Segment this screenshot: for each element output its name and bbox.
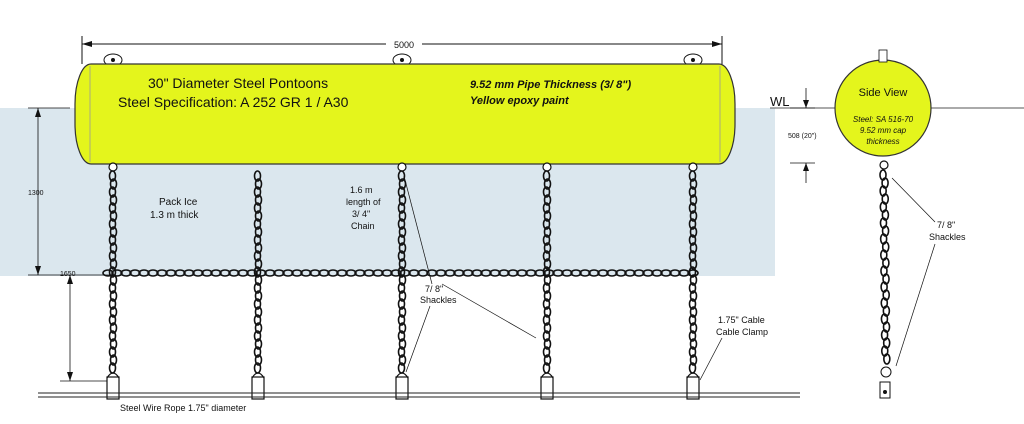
pontoon-paint: Yellow epoxy paint xyxy=(470,95,570,107)
clamp-bow xyxy=(686,372,700,379)
top-shackle xyxy=(397,162,407,172)
vertical-chain xyxy=(253,170,263,374)
pack-ice-line2: 1.3 m thick xyxy=(150,210,199,221)
horizontal-chain xyxy=(102,269,699,277)
side-view: Side View Steel: SA 516-70 9.52 mm cap t… xyxy=(834,49,966,399)
vertical-chain xyxy=(542,170,552,374)
length-dim-label: 5000 xyxy=(394,40,414,50)
clamp-bow xyxy=(106,372,120,379)
pack-ice-line1: Pack Ice xyxy=(159,197,198,208)
clamp-bow xyxy=(395,372,409,379)
side-chain-link xyxy=(883,353,891,365)
cable-label-line2: Cable Clamp xyxy=(716,327,768,337)
side-view-title: Side View xyxy=(859,87,908,99)
cable-label-line1: 1.75" Cable xyxy=(718,315,765,325)
side-view-line1: Steel: SA 516-70 xyxy=(853,115,914,124)
cable-clamp xyxy=(540,376,554,400)
shackles-label: Shackles xyxy=(420,295,457,305)
vertical-chain xyxy=(397,170,407,374)
ice-depth-dimension: 1300 xyxy=(28,107,70,276)
side-view-line2: 9.52 mm cap xyxy=(860,126,907,135)
side-view-line3: thickness xyxy=(866,137,899,146)
side-shackles-size: 7/ 8" xyxy=(937,220,955,230)
cable-clamp xyxy=(106,376,120,400)
shackle-leaders xyxy=(403,175,537,373)
chain-assembly xyxy=(102,162,699,374)
clamp-bow xyxy=(251,372,265,379)
cable-clamp xyxy=(395,376,409,400)
side-top-shackle xyxy=(879,160,889,170)
ice-depth-label: 1300 xyxy=(28,190,44,197)
draft-dimension: 508 (20") xyxy=(788,88,817,183)
chain-note-line2: length of xyxy=(346,197,381,207)
side-view-chain xyxy=(879,160,891,365)
top-shackle xyxy=(542,162,552,172)
cable-clamps xyxy=(106,372,700,400)
length-dimension: 5000 xyxy=(81,36,723,64)
wire-rope xyxy=(38,392,800,398)
chain-note-line3: 3/ 4" xyxy=(352,209,370,219)
pontoon-title: 30" Diameter Steel Pontoons xyxy=(148,75,328,91)
chain-note-line1: 1.6 m xyxy=(350,185,373,195)
chain-depth-label: 1650 xyxy=(60,271,76,278)
top-shackle xyxy=(688,162,698,172)
wire-rope-label: Steel Wire Rope 1.75" diameter xyxy=(120,403,246,413)
pontoon-spec: Steel Specification: A 252 GR 1 / A30 xyxy=(118,94,349,110)
draft-label: 508 (20") xyxy=(788,133,817,140)
chain-note-line4: Chain xyxy=(351,221,375,231)
top-shackle xyxy=(108,162,118,172)
chain-depth-dimension: 1650 xyxy=(60,271,110,382)
wl-label: WL xyxy=(770,94,790,109)
cable-clamp xyxy=(686,376,700,400)
shackles-size: 7/ 8" xyxy=(425,284,443,294)
cable-clamp xyxy=(251,376,265,400)
cable-leader xyxy=(699,337,723,381)
side-shackles-label: Shackles xyxy=(929,232,966,242)
pontoon-thickness: 9.52 mm Pipe Thickness (3/ 8") xyxy=(470,79,631,91)
vertical-chain xyxy=(108,170,118,374)
clamp-bow xyxy=(540,372,554,379)
